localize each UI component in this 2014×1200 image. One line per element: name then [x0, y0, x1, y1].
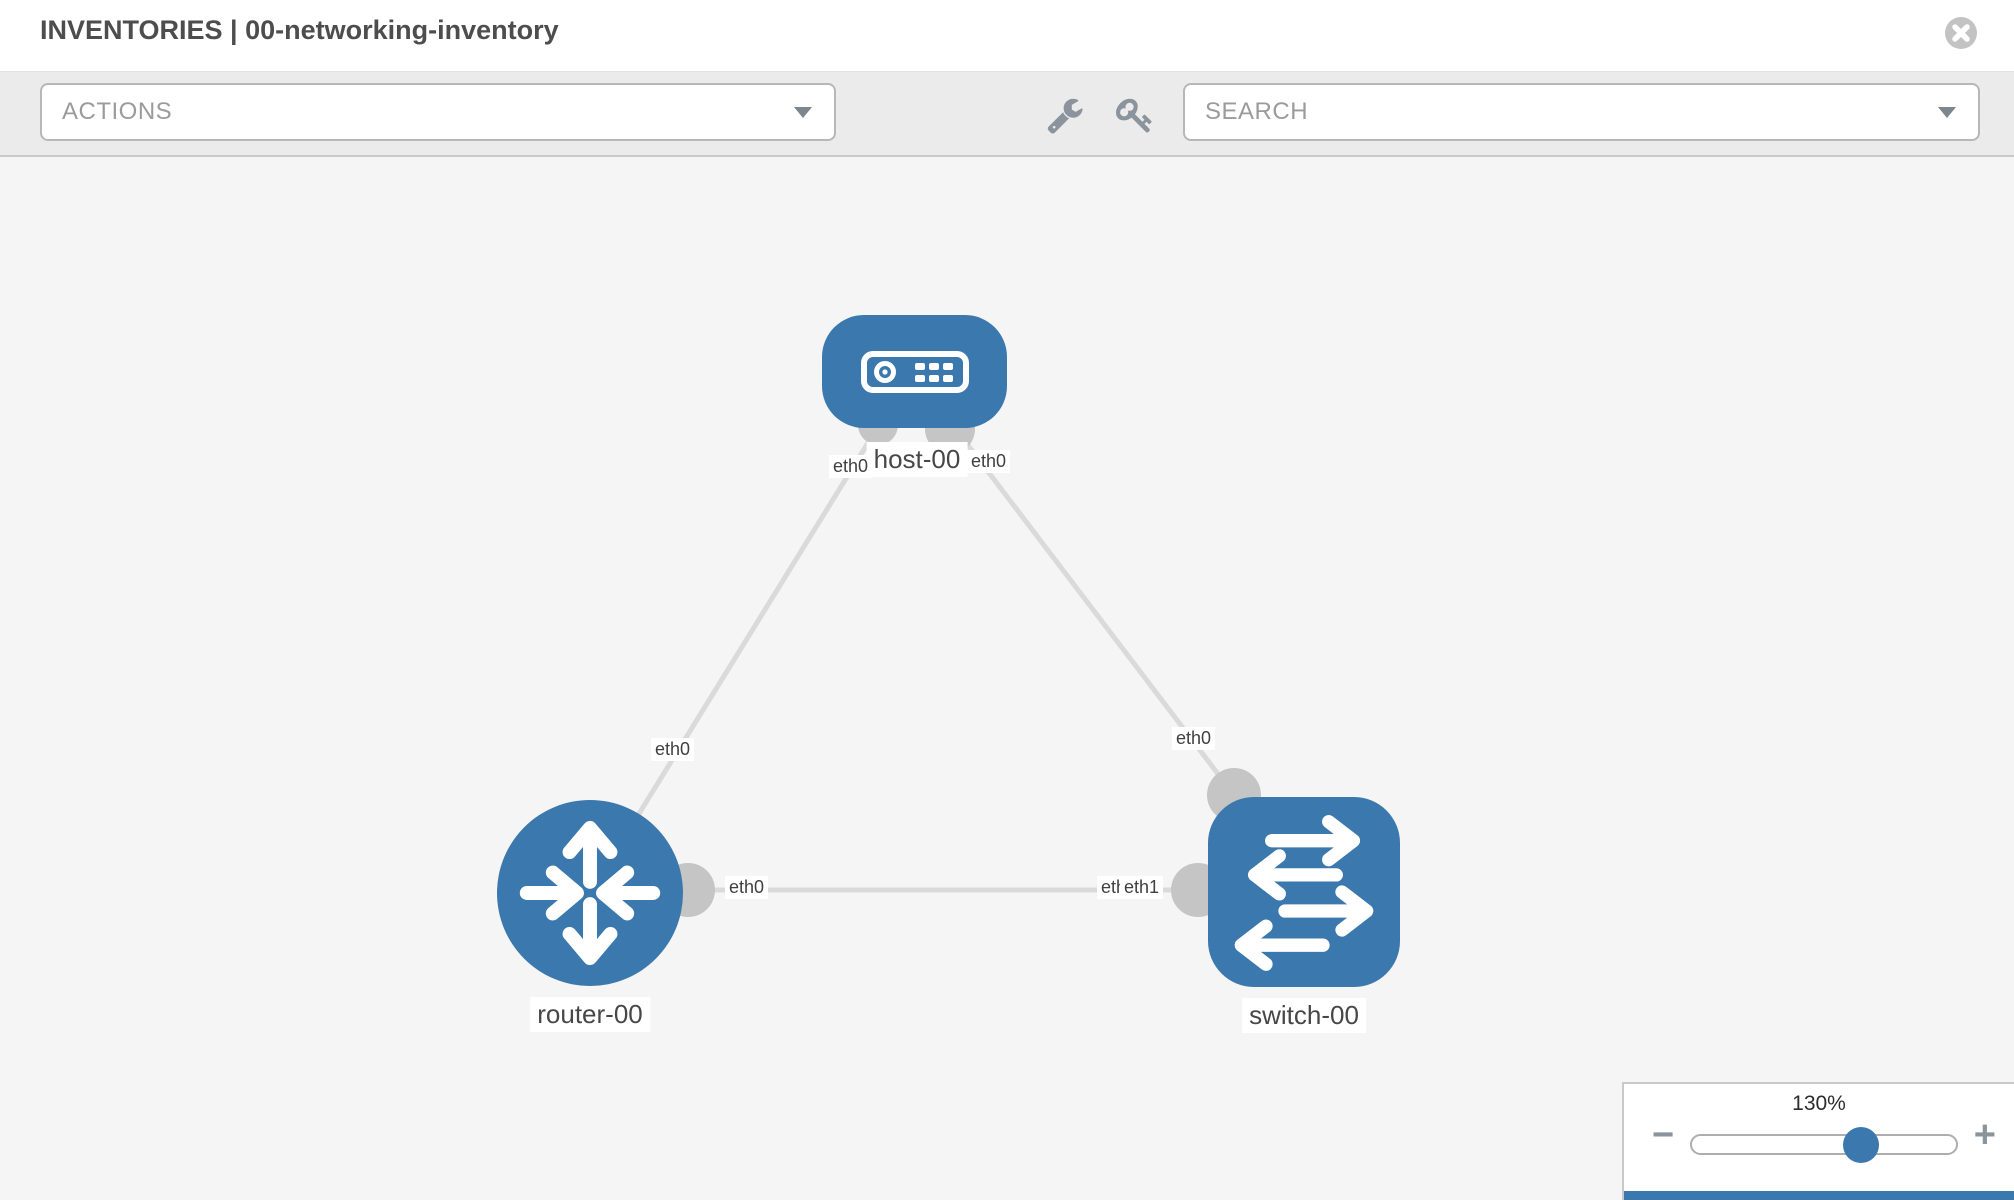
node-host-00[interactable] — [822, 315, 1007, 428]
node-switch-00[interactable] — [1208, 797, 1400, 987]
iface-label-switch-top: eth0 — [1172, 727, 1216, 750]
node-label-router: router-00 — [530, 997, 650, 1032]
chevron-down-icon — [794, 106, 812, 118]
page-title: INVENTORIES | 00-networking-inventory — [40, 15, 559, 45]
node-label-host: host-00 — [866, 442, 968, 477]
actions-dropdown[interactable]: ACTIONS — [40, 83, 836, 141]
zoom-in-button[interactable]: + — [1973, 1114, 1996, 1156]
zoom-out-button[interactable]: − — [1652, 1114, 1675, 1156]
node-router-00[interactable] — [497, 800, 683, 986]
iface-label-switch-left-front: eth1 — [1120, 876, 1164, 899]
zoom-slider-thumb[interactable] — [1842, 1126, 1879, 1163]
node-label-switch: switch-00 — [1242, 998, 1366, 1033]
iface-label-host-right: eth0 — [967, 450, 1011, 473]
wrench-icon — [1047, 98, 1083, 134]
search-dropdown-label: SEARCH — [1205, 98, 1309, 125]
topology-canvas: host-00 router-00 switch-00 eth0 eth0 et… — [0, 157, 2014, 1200]
zoom-slider-track[interactable] — [1690, 1126, 1958, 1163]
iface-label-host-left: eth0 — [829, 455, 873, 478]
iface-label-router-top: eth0 — [651, 738, 695, 761]
zoom-panel: 130% − + — [1622, 1082, 2014, 1200]
close-button[interactable] — [1944, 16, 1978, 50]
chevron-down-icon — [1938, 106, 1956, 118]
switch-icon — [1234, 815, 1374, 971]
toolbar: ACTIONS SEARCH — [0, 72, 2014, 157]
search-dropdown[interactable]: SEARCH — [1183, 83, 1980, 141]
credentials-button[interactable] — [1116, 96, 1154, 134]
close-icon — [1945, 17, 1977, 49]
zoom-level-value: 130% — [1792, 1092, 1846, 1115]
router-icon — [519, 820, 661, 966]
topology-links — [587, 404, 1261, 917]
actions-dropdown-label: ACTIONS — [62, 98, 173, 125]
key-icon — [1116, 98, 1152, 133]
bottom-panel-edge — [1624, 1191, 2014, 1200]
iface-label-router-right: eth0 — [725, 876, 769, 899]
host-icon — [861, 351, 969, 393]
configure-button[interactable] — [1046, 96, 1084, 134]
header-bar: INVENTORIES | 00-networking-inventory — [0, 0, 2014, 72]
